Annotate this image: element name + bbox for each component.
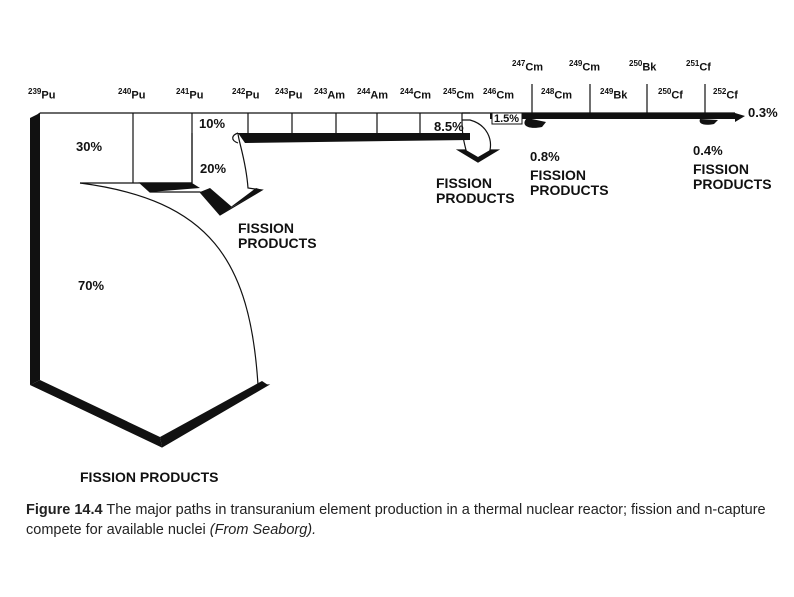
isotope-label-cm246: 246Cm <box>483 87 515 102</box>
isotope-label-bk250: 250Bk <box>629 59 657 74</box>
upper-band <box>490 112 745 128</box>
caption-source: (From Seaborg). <box>209 522 317 538</box>
percent-8-5: 8.5% <box>434 119 464 134</box>
figure-caption: Figure 14.4 The major paths in transuran… <box>26 500 786 540</box>
percent-0-4: 0.4% <box>693 143 723 158</box>
isotope-label-cm249: 249Cm <box>569 59 601 74</box>
percent-10: 10% <box>199 116 226 131</box>
percent-20: 20% <box>200 161 227 176</box>
capture-band <box>232 119 501 163</box>
isotope-label-cf251: 251Cf <box>686 59 711 74</box>
isotope-label-cm247: 247Cm <box>512 59 544 74</box>
isotope-label-cm245: 245Cm <box>443 87 475 102</box>
isotope-label-cm244: 244Cm <box>400 87 432 102</box>
isotope-label-am244: 244Am <box>357 87 389 102</box>
isotope-label-bk249: 249Bk <box>600 87 628 102</box>
isotope-label-cf250: 250Cf <box>658 87 683 102</box>
percent-30: 30% <box>76 139 103 154</box>
isotope-label-pu240: 240Pu <box>118 87 146 102</box>
pu241-fission-path <box>138 132 264 216</box>
caption-text: The major paths in transuranium element … <box>26 502 766 538</box>
percent-0-8: 0.8% <box>530 149 560 164</box>
percent-0-3: 0.3% <box>748 105 778 120</box>
fission-products-label-bottom: FISSION PRODUCTS <box>80 469 219 485</box>
pu239-fission-path <box>30 112 271 448</box>
isotope-label-pu239: 239Pu <box>28 87 56 102</box>
percent-1-5: 1.5% <box>494 113 520 125</box>
isotope-label-pu243: 243Pu <box>275 87 303 102</box>
percent-70: 70% <box>78 278 105 293</box>
isotope-label-pu242: 242Pu <box>232 87 260 102</box>
caption-label: Figure 14.4 <box>26 502 103 518</box>
transuranium-production-diagram <box>30 84 745 448</box>
isotope-label-pu241: 241Pu <box>176 87 204 102</box>
isotope-label-am243: 243Am <box>314 87 346 102</box>
isotope-label-cm248: 248Cm <box>541 87 573 102</box>
isotope-label-cf252: 252Cf <box>713 87 738 102</box>
